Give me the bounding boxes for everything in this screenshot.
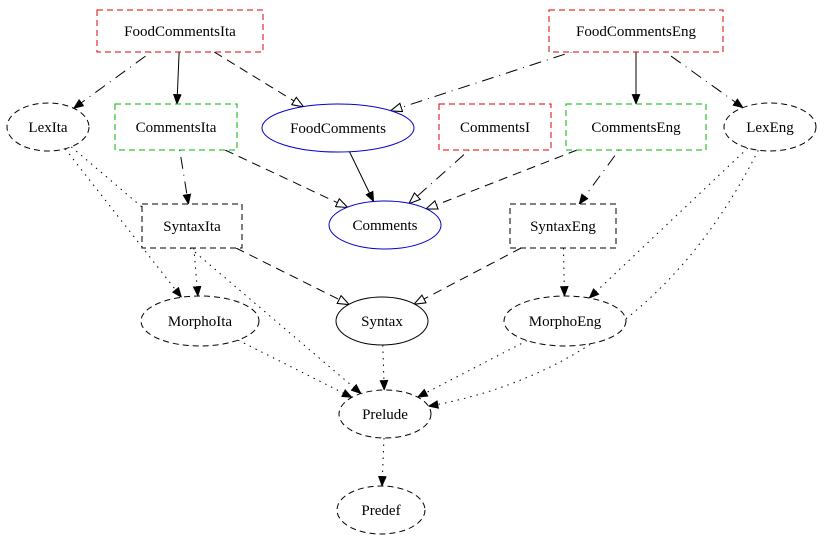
Comments-ellipse-shape <box>328 200 442 250</box>
edge-MorphoEng-to-Prelude <box>416 340 528 398</box>
MorphoIta-ellipse-shape <box>140 295 260 347</box>
node-Prelude: Prelude <box>338 389 432 439</box>
CommentsIta-rect-shape <box>114 103 238 151</box>
edge-SyntaxIta-to-MorphoIta <box>192 247 202 298</box>
node-FoodComments: FoodComments <box>261 103 415 153</box>
node-label-Prelude: Prelude <box>362 407 408 423</box>
node-label-LexIta: LexIta <box>28 120 67 136</box>
node-LexIta: LexIta <box>6 102 90 152</box>
edge-LexIta-to-Prelude <box>70 146 362 395</box>
node-Predef: Predef <box>336 485 426 535</box>
LexIta-ellipse-shape <box>6 102 90 152</box>
node-FoodCommentsEng: FoodCommentsEng <box>548 9 724 53</box>
node-label-CommentsIta: CommentsIta <box>136 120 217 136</box>
node-SyntaxIta: SyntaxIta <box>141 203 243 249</box>
edge-Syntax-to-Prelude <box>379 344 389 392</box>
CommentsEng-rect-shape <box>565 103 707 151</box>
node-label-CommentsEng: CommentsEng <box>591 120 681 136</box>
edge-FoodCommentsIta-to-FoodComments <box>213 51 303 107</box>
node-label-LexEng: LexEng <box>746 120 794 136</box>
FoodCommentsEng-rect-shape <box>548 9 724 53</box>
Prelude-ellipse-shape <box>338 389 432 439</box>
edge-FoodCommentsEng-to-LexEng <box>665 51 744 109</box>
node-label-FoodComments: FoodComments <box>290 121 386 137</box>
node-LexEng: LexEng <box>723 102 817 152</box>
node-label-MorphoEng: MorphoEng <box>529 314 602 330</box>
node-label-CommentsI: CommentsI <box>460 120 530 136</box>
edge-FoodCommentsIta-to-CommentsIta <box>172 51 182 106</box>
node-FoodCommentsIta: FoodCommentsIta <box>96 9 264 53</box>
node-label-SyntaxEng: SyntaxEng <box>530 219 596 235</box>
SyntaxIta-rect-shape <box>141 203 243 249</box>
Predef-ellipse-shape <box>336 485 426 535</box>
edge-SyntaxIta-to-Syntax <box>235 247 349 304</box>
LexEng-ellipse-shape <box>723 102 817 152</box>
node-label-Comments: Comments <box>352 218 417 234</box>
edge-CommentsIta-to-Comments <box>224 149 347 207</box>
node-Comments: Comments <box>328 200 442 250</box>
edge-CommentsIta-to-SyntaxIta <box>179 149 192 206</box>
node-CommentsI: CommentsI <box>438 103 552 151</box>
edge-LexIta-to-MorphoIta <box>64 148 183 299</box>
FoodCommentsIta-rect-shape <box>96 9 264 53</box>
node-CommentsIta: CommentsIta <box>114 103 238 151</box>
edge-MorphoIta-to-Prelude <box>237 339 353 398</box>
CommentsI-rect-shape <box>438 103 552 151</box>
node-label-FoodCommentsEng: FoodCommentsEng <box>576 24 697 40</box>
node-Syntax: Syntax <box>335 296 429 346</box>
FoodComments-ellipse-shape <box>261 103 415 153</box>
node-label-Predef: Predef <box>361 503 400 519</box>
edge-SyntaxEng-to-MorphoEng <box>559 247 569 298</box>
edge-SyntaxEng-to-Syntax <box>414 247 522 304</box>
edge-CommentsEng-to-SyntaxEng <box>578 149 620 205</box>
edge-Prelude-to-Predef <box>378 437 387 488</box>
node-SyntaxEng: SyntaxEng <box>509 203 617 249</box>
MorphoEng-ellipse-shape <box>503 295 627 347</box>
node-label-SyntaxIta: SyntaxIta <box>163 219 221 235</box>
edge-FoodCommentsIta-to-LexIta <box>72 51 152 109</box>
edge-CommentsEng-to-Comments <box>426 149 578 209</box>
node-CommentsEng: CommentsEng <box>565 103 707 151</box>
node-label-Syntax: Syntax <box>361 314 403 330</box>
node-MorphoEng: MorphoEng <box>503 295 627 347</box>
node-MorphoIta: MorphoIta <box>140 295 260 347</box>
node-label-MorphoIta: MorphoIta <box>168 314 232 330</box>
Syntax-ellipse-shape <box>335 296 429 346</box>
edge-FoodCommentsEng-to-FoodComments <box>391 51 572 111</box>
node-label-FoodCommentsIta: FoodCommentsIta <box>124 24 236 40</box>
SyntaxEng-rect-shape <box>509 203 617 249</box>
edge-FoodComments-to-Comments <box>349 151 375 203</box>
edge-CommentsI-to-Comments <box>409 149 470 203</box>
